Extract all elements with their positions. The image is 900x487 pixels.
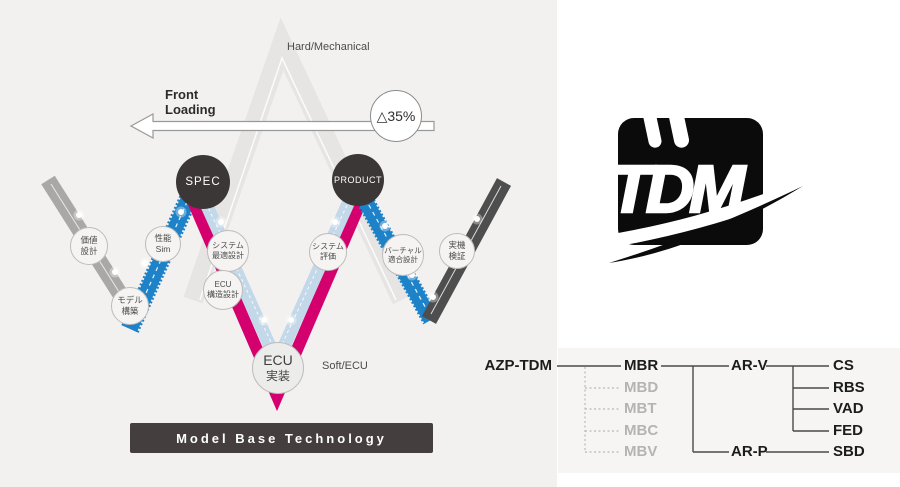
soft-ecu-label: Soft/ECU [322, 360, 368, 372]
phase-system-optimal-design: システム 最適設計 [207, 230, 249, 272]
phase-ecu-structure-design: ECU 構造設計 [203, 270, 243, 310]
milestone-dots [73, 206, 483, 326]
tree-node-mbd: MBD [624, 379, 659, 396]
reduction-35-badge: △35% [370, 90, 422, 142]
spec-node: SPEC [176, 155, 230, 209]
tree-node-cs: CS [833, 357, 854, 374]
tree-node-mbc: MBC [624, 422, 659, 439]
swoosh-gap [596, 183, 796, 250]
tree-node-vad: VAD [833, 400, 864, 417]
tree-lines [557, 365, 829, 453]
phase-performance-sim: 性能 Sim [145, 226, 181, 262]
front-loading-label: Front Loading [165, 87, 216, 117]
tree-node-mbt: MBT [624, 400, 657, 417]
tdm-logo-mark [596, 104, 803, 263]
phase-real-machine-verification: 実機 検証 [439, 233, 475, 269]
phase-ecu-implementation: ECU 実装 [252, 342, 304, 394]
front-loading-arrow [129, 112, 435, 140]
tree-node-sbd: SBD [833, 443, 865, 460]
tree-node-mbr: MBR [624, 357, 659, 374]
phase-model-building: モデル 構築 [111, 287, 149, 325]
phase-value-design: 価値 設計 [70, 227, 108, 265]
product-node: PRODUCT [332, 154, 384, 206]
phase-virtual-fitting-design: バーチャル 適合設計 [382, 234, 424, 276]
tree-node-ar-p: AR-P [731, 443, 768, 460]
phase-system-evaluation: システム 評価 [309, 233, 347, 271]
hard-mechanical-label: Hard/Mechanical [287, 41, 370, 53]
tdm-logo-text: TDM [609, 152, 747, 227]
model-base-technology-banner: Model Base Technology [130, 423, 433, 453]
tree-node-ar-v: AR-V [731, 357, 768, 374]
tree-node-rbs: RBS [833, 379, 865, 396]
tree-lines-dotted [584, 367, 621, 453]
tree-node-mbv: MBV [624, 443, 658, 460]
tree-node-fed: FED [833, 422, 863, 439]
tree-root-azp-tdm: AZP-TDM [484, 357, 553, 374]
